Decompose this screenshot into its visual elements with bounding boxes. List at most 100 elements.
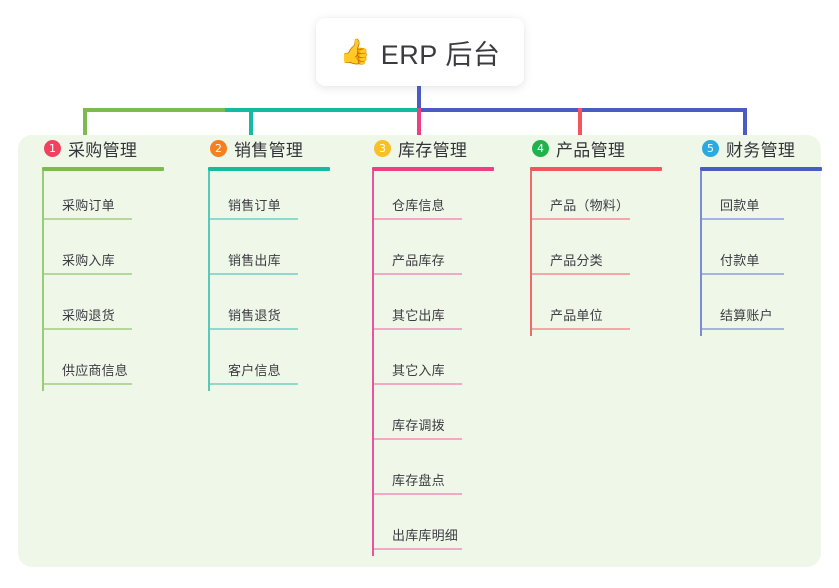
module-item-rule — [702, 328, 784, 330]
module-badge-4: 4 — [532, 139, 549, 157]
connector-drop-sales — [249, 108, 253, 138]
module-item-purchasing[interactable]: 采购订单 — [42, 171, 202, 226]
module-column-purchasing: 1 采购管理 采购订单采购入库采购退货供应商信息 — [42, 135, 202, 391]
connector-drop-finance — [743, 108, 747, 138]
module-rule-sales — [208, 167, 330, 171]
module-item-sales[interactable]: 销售订单 — [208, 171, 368, 226]
module-item-purchasing[interactable]: 供应商信息 — [42, 336, 202, 391]
module-rule-inventory — [372, 167, 494, 171]
module-rule-product — [530, 167, 662, 171]
module-item-label: 供应商信息 — [62, 363, 129, 378]
connector-hbar-segment-green — [83, 108, 225, 112]
module-spine-purchasing — [42, 171, 44, 391]
module-item-inventory[interactable]: 库存盘点 — [372, 446, 532, 501]
module-header-sales[interactable]: 2 销售管理 — [208, 135, 368, 161]
module-item-rule — [210, 328, 298, 330]
module-item-label: 仓库信息 — [392, 198, 445, 213]
module-item-label: 出库库明细 — [392, 528, 459, 543]
module-item-rule — [532, 273, 630, 275]
module-badge-2: 2 — [210, 139, 227, 157]
module-item-rule — [374, 438, 462, 440]
module-item-label: 产品（物料） — [550, 198, 630, 213]
module-item-label: 库存盘点 — [392, 473, 445, 488]
module-item-inventory[interactable]: 其它入库 — [372, 336, 532, 391]
module-item-rule — [44, 328, 132, 330]
module-badge-1: 1 — [44, 139, 61, 157]
module-item-rule — [374, 328, 462, 330]
module-item-finance[interactable]: 结算账户 — [700, 281, 839, 336]
root-node-card[interactable]: 👍 ERP 后台 — [316, 18, 524, 86]
modules-panel: 1 采购管理 采购订单采购入库采购退货供应商信息 2 销售管理 销售订单销售出库… — [18, 135, 822, 567]
module-item-rule — [702, 218, 784, 220]
module-item-label: 回款单 — [720, 198, 760, 213]
module-item-inventory[interactable]: 库存调拨 — [372, 391, 532, 446]
module-item-rule — [532, 218, 630, 220]
module-item-label: 其它入库 — [392, 363, 445, 378]
connector-drop-purchasing — [83, 108, 87, 138]
module-spine-finance — [700, 171, 702, 336]
module-badge-3: 3 — [374, 139, 391, 157]
module-items-inventory: 仓库信息产品库存其它出库其它入库库存调拨库存盘点出库库明细 — [372, 171, 532, 556]
module-item-product[interactable]: 产品分类 — [530, 226, 700, 281]
module-item-rule — [44, 383, 132, 385]
module-spine-product — [530, 171, 532, 336]
module-item-rule — [44, 218, 132, 220]
root-node-title: ERP 后台 — [380, 39, 501, 70]
module-header-purchasing[interactable]: 1 采购管理 — [42, 135, 202, 161]
module-item-label: 其它出库 — [392, 308, 445, 323]
module-items-sales: 销售订单销售出库销售退货客户信息 — [208, 171, 368, 391]
module-title-inventory: 库存管理 — [398, 140, 468, 160]
module-item-label: 采购订单 — [62, 198, 115, 213]
module-item-inventory[interactable]: 仓库信息 — [372, 171, 532, 226]
module-item-sales[interactable]: 客户信息 — [208, 336, 368, 391]
module-item-inventory[interactable]: 出库库明细 — [372, 501, 532, 556]
module-header-product[interactable]: 4 产品管理 — [530, 135, 700, 161]
module-item-rule — [374, 273, 462, 275]
module-rule-finance — [700, 167, 822, 171]
module-items-finance: 回款单付款单结算账户 — [700, 171, 839, 336]
module-item-rule — [374, 493, 462, 495]
module-item-finance[interactable]: 回款单 — [700, 171, 839, 226]
module-item-inventory[interactable]: 产品库存 — [372, 226, 532, 281]
module-item-sales[interactable]: 销售出库 — [208, 226, 368, 281]
module-item-label: 结算账户 — [720, 308, 773, 323]
module-item-label: 销售退货 — [228, 308, 281, 323]
module-item-label: 产品单位 — [550, 308, 603, 323]
module-item-purchasing[interactable]: 采购入库 — [42, 226, 202, 281]
module-item-label: 客户信息 — [228, 363, 281, 378]
module-item-rule — [44, 273, 132, 275]
connector-drop-product — [578, 108, 582, 138]
module-item-product[interactable]: 产品单位 — [530, 281, 700, 336]
module-item-purchasing[interactable]: 采购退货 — [42, 281, 202, 336]
module-column-inventory: 3 库存管理 仓库信息产品库存其它出库其它入库库存调拨库存盘点出库库明细 — [372, 135, 532, 556]
module-spine-sales — [208, 171, 210, 391]
module-item-product[interactable]: 产品（物料） — [530, 171, 700, 226]
module-item-sales[interactable]: 销售退货 — [208, 281, 368, 336]
module-items-product: 产品（物料） 产品分类产品单位 — [530, 171, 700, 336]
module-items-purchasing: 采购订单采购入库采购退货供应商信息 — [42, 171, 202, 391]
module-header-inventory[interactable]: 3 库存管理 — [372, 135, 532, 161]
module-spine-inventory — [372, 171, 374, 556]
module-title-purchasing: 采购管理 — [68, 140, 138, 160]
module-item-label: 销售出库 — [228, 253, 281, 268]
module-item-rule — [374, 218, 462, 220]
module-item-finance[interactable]: 付款单 — [700, 226, 839, 281]
module-item-label: 采购退货 — [62, 308, 115, 323]
module-item-label: 采购入库 — [62, 253, 115, 268]
module-title-sales: 销售管理 — [234, 140, 304, 160]
module-title-finance: 财务管理 — [726, 140, 796, 160]
module-item-rule — [374, 548, 462, 550]
module-item-label: 产品库存 — [392, 253, 445, 268]
thumbs-up-icon: 👍 — [339, 37, 371, 66]
module-header-finance[interactable]: 5 财务管理 — [700, 135, 839, 161]
connector-hbar-segment-teal — [225, 108, 419, 112]
module-item-inventory[interactable]: 其它出库 — [372, 281, 532, 336]
module-item-label: 库存调拨 — [392, 418, 445, 433]
module-column-sales: 2 销售管理 销售订单销售出库销售退货客户信息 — [208, 135, 368, 391]
module-item-label: 销售订单 — [228, 198, 281, 213]
module-badge-5: 5 — [702, 139, 719, 157]
connector-trunk-vertical — [417, 86, 421, 108]
module-item-rule — [702, 273, 784, 275]
module-title-product: 产品管理 — [556, 140, 626, 160]
module-item-label: 产品分类 — [550, 253, 603, 268]
